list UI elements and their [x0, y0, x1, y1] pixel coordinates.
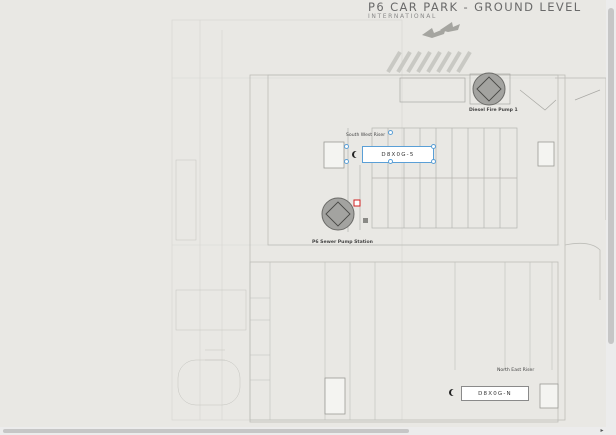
background-grid	[171, 19, 616, 421]
page-subtitle: INTERNATIONAL	[368, 13, 437, 20]
selection-handle[interactable]	[344, 144, 349, 149]
moon-icon	[451, 389, 458, 396]
pump-icon[interactable]	[472, 72, 506, 106]
horizontal-scrollbar[interactable]: ▸	[0, 427, 606, 435]
selection-handle[interactable]	[344, 159, 349, 164]
selection-handle[interactable]	[431, 144, 436, 149]
device-marker-icon[interactable]	[363, 218, 368, 223]
vertical-scrollbar[interactable]	[606, 0, 616, 435]
selection-handle[interactable]	[431, 159, 436, 164]
selection-handle[interactable]	[388, 130, 393, 135]
moon-icon	[354, 151, 361, 158]
arrow-icon	[422, 22, 460, 38]
horizontal-scroll-thumb[interactable]	[3, 429, 409, 433]
diesel-fire-pump-label: Diesel Fire Pump 1	[469, 108, 518, 113]
device-tag[interactable]: D8X0G-N	[461, 386, 529, 401]
selected-device-tag[interactable]: D8X0G-5	[362, 146, 434, 163]
selection-handle[interactable]	[388, 159, 393, 164]
hatched-area	[386, 50, 472, 74]
device-marker-icon[interactable]	[353, 199, 361, 207]
sewer-pump-label: P6 Sewer Pump Station	[312, 240, 373, 245]
parking-bays-top	[347, 127, 518, 232]
pump-icon[interactable]	[321, 197, 355, 231]
south-west-riser-label: South West Riser	[346, 133, 386, 138]
building-outline	[249, 74, 607, 423]
left-column-pattern	[175, 159, 247, 406]
parking-bays-bottom	[250, 262, 553, 420]
scroll-right-arrow-icon[interactable]: ▸	[600, 427, 604, 434]
stair-cores	[323, 141, 559, 415]
page-title: P6 CAR PARK - GROUND LEVEL	[368, 0, 582, 14]
tag-label: D8X0G-N	[478, 390, 512, 397]
north-east-riser-label: North East Riser	[497, 368, 535, 373]
vertical-scroll-thumb[interactable]	[608, 8, 614, 344]
tag-label: D8X0G-5	[381, 151, 415, 158]
